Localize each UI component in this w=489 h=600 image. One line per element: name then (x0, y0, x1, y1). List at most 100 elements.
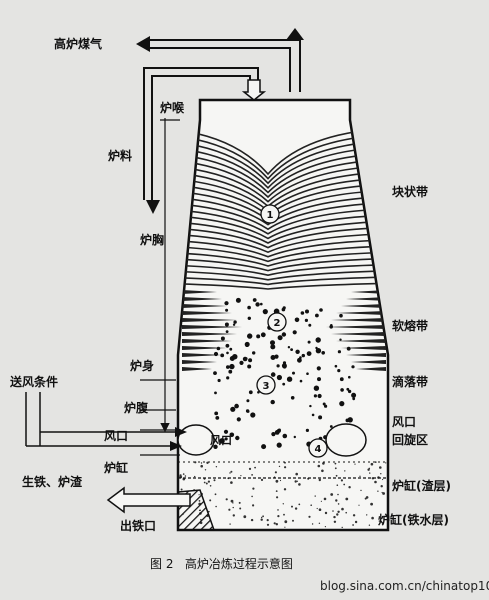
dripping-dot (226, 365, 230, 369)
dripping-dot (295, 349, 300, 354)
dripping-dot (292, 330, 297, 335)
gas-out-arrow (136, 36, 150, 52)
hearth-speck (368, 524, 371, 526)
hearth-speck (278, 465, 281, 468)
label-zone-dripping: 滴落带 (392, 374, 428, 389)
gas-pipe (150, 39, 301, 92)
dripping-dot (292, 371, 295, 375)
marker-2: 2 (274, 318, 281, 329)
dripping-dot (235, 297, 241, 303)
dripping-dot (339, 338, 342, 341)
hearth-speck (209, 485, 212, 487)
dripping-dot (232, 354, 238, 360)
dripping-dot (276, 364, 280, 368)
burden-layer (178, 269, 388, 281)
label-products: 生铁、炉渣 (22, 474, 83, 489)
hearth-speck (316, 507, 318, 510)
dripping-dot (276, 442, 282, 448)
cohesive-finger (182, 346, 227, 350)
dripping-dot (282, 361, 287, 365)
cohesive-finger (331, 332, 386, 336)
label-stack: 炉胸 (140, 232, 164, 247)
burden-layer (178, 238, 388, 258)
hearth-speck (323, 497, 327, 501)
hearth-speck (295, 472, 299, 476)
dripping-dot (220, 353, 225, 358)
hearth-speck (333, 515, 336, 519)
hearth-speck (354, 520, 358, 524)
hearth-speck (232, 514, 235, 517)
cohesive-finger (182, 360, 217, 364)
dripping-dot (337, 369, 341, 373)
dripping-dot (322, 402, 326, 406)
burden-layer (178, 152, 388, 194)
hearth-speck (250, 518, 254, 522)
dripping-dot (297, 357, 302, 363)
dripping-dot (307, 340, 311, 344)
hearth-speck (343, 483, 346, 486)
hearth-speck (354, 463, 356, 465)
cohesive-finger (341, 346, 386, 350)
dripping-dot (321, 351, 326, 355)
hearth-speck (229, 472, 231, 474)
hearth-speck (277, 509, 279, 511)
hearth-speck (333, 520, 337, 523)
label-tuyere-inner: 风口 (210, 433, 232, 447)
dripping-dot (282, 364, 287, 369)
hearth-speck (180, 488, 183, 491)
dripping-dot (252, 351, 256, 355)
zone-markers: 1 2 3 4 (256, 204, 328, 458)
hearth-speck (232, 502, 234, 504)
hearth-speck (266, 523, 270, 526)
dripping-dot (262, 309, 268, 315)
label-zone-raceway-2: 回旋区 (392, 432, 428, 447)
hearth-speck (314, 495, 316, 497)
hearth-speck (308, 515, 311, 518)
burden-layer (178, 257, 388, 272)
dripping-dot (313, 394, 317, 398)
hearth-speck (243, 515, 247, 519)
label-throat: 炉喉 (160, 100, 185, 115)
hearth-speck (261, 516, 263, 519)
hearth-speck (239, 507, 242, 510)
dripping-dot (217, 378, 221, 383)
cohesive-finger (182, 311, 232, 315)
watermark: blog.sina.com.cn/chinatop10 (320, 579, 489, 593)
hearth-speck (380, 473, 382, 475)
height-dimension-lines (140, 118, 180, 456)
hearth-speck (213, 479, 216, 482)
dripping-dot (232, 323, 236, 326)
hearth-speck (337, 493, 339, 496)
cohesive-finger (331, 318, 386, 322)
hearth-speck (334, 467, 337, 470)
hearth-speck (207, 480, 210, 483)
hearth-speck (345, 497, 349, 501)
hearth-speck (232, 506, 234, 509)
hearth-speck (291, 505, 293, 508)
dripping-dot (315, 337, 321, 343)
hearth-speck (298, 503, 301, 506)
hearth-speck (365, 496, 369, 499)
burden-layer (178, 207, 388, 235)
dripping-dot (225, 308, 229, 312)
dripping-dot (213, 371, 217, 375)
cohesive-finger (182, 332, 237, 336)
dripping-dot (247, 316, 251, 320)
dripping-dot (317, 377, 321, 382)
cohesive-finger (346, 353, 386, 357)
hearth-speck (378, 520, 381, 522)
marker-3: 3 (263, 381, 270, 392)
label-zone-iron: 炉缸(铁水层) (378, 512, 449, 527)
hearth-speck (374, 480, 377, 484)
dripping-dot (255, 302, 260, 307)
hearth-speck (341, 526, 343, 529)
dripping-dot (224, 322, 229, 327)
hearth-speck (262, 515, 264, 518)
hearth-speck (296, 480, 298, 482)
hearth-speck (260, 478, 264, 481)
dripping-dot (293, 435, 296, 439)
burden-layer (178, 195, 388, 226)
dripping-dot (348, 375, 351, 379)
dripping-dot (226, 376, 230, 380)
hearth-speck (205, 482, 208, 485)
